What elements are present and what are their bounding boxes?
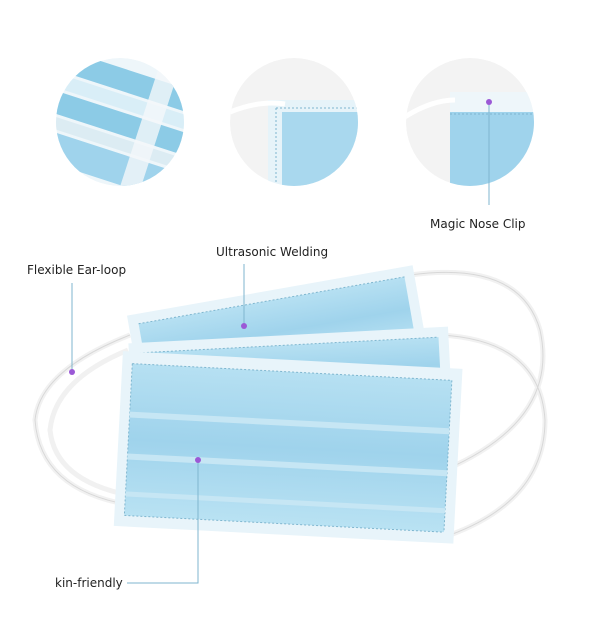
detail-circle-nose-clip [406,58,534,186]
mask-front [113,351,463,544]
leader-lines [71,102,490,584]
label-flexible-ear-loop: Flexible Ear-loop [27,263,127,277]
label-skin-friendly: kin-friendly [55,576,123,590]
label-ultrasonic-welding: Ultrasonic Welding [216,245,329,259]
ear-loops-outline [34,271,546,536]
detail-circle-fabric [56,58,184,186]
detail-circle-welding [230,58,358,186]
label-magic-nose-clip: Magic Nose Clip [430,217,526,231]
callout-dots [69,99,492,463]
